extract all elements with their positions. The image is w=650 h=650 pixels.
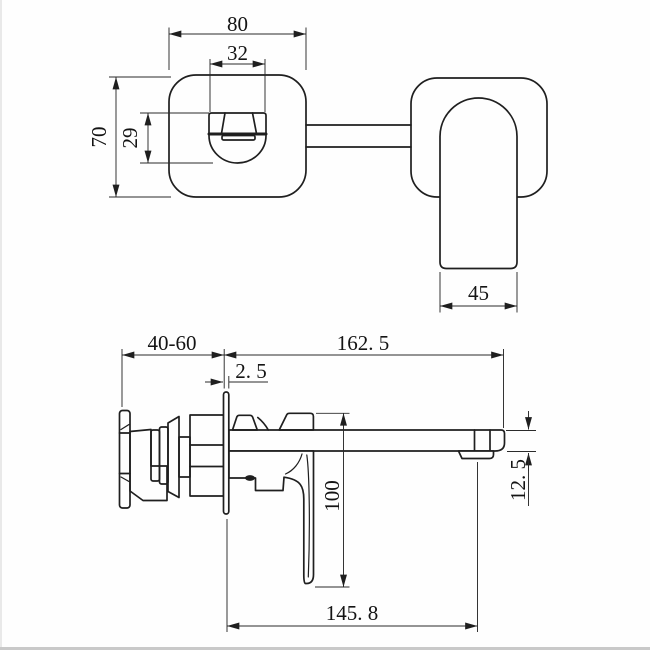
dim-handle-drop: 100	[320, 480, 344, 512]
front-view	[168, 74, 548, 270]
lever-crease	[306, 454, 310, 578]
connector-tube	[305, 124, 412, 148]
handle-base-side	[278, 412, 315, 431]
cartridge-cone-flange	[167, 415, 180, 499]
front-view-dimensions: 80 32 70 29 45	[87, 12, 518, 313]
cartridge-cylinder	[178, 436, 191, 478]
lever-fillet-crease	[284, 453, 303, 475]
spout-front	[207, 112, 268, 164]
dim-spout-drop: 29	[118, 128, 142, 149]
dim-spout-width: 32	[227, 41, 248, 65]
scan-edge-bottom	[0, 647, 650, 650]
dim-spout-height: 12. 5	[506, 459, 530, 501]
cap-neck-curve	[256, 416, 270, 431]
side-view-dimensions: 40-60 162. 5 2. 5 12. 5 100	[121, 331, 536, 632]
dim-total-reach: 162. 5	[337, 331, 390, 355]
dim-plate-height: 70	[87, 127, 111, 148]
valve-main-body	[129, 428, 168, 502]
dim-plate-width: 80	[227, 12, 248, 36]
side-view	[118, 391, 506, 585]
aerator-side	[457, 450, 495, 460]
valve-body-side	[118, 409, 225, 509]
dim-plate-thickness: 2. 5	[235, 359, 267, 383]
wall-sleeve	[189, 414, 225, 497]
dim-wall-depth: 40-60	[148, 331, 197, 355]
wall-plate-side	[222, 391, 230, 515]
handle-lever-front	[439, 97, 518, 270]
cartridge-flange-1	[150, 429, 161, 482]
dim-spout-reach: 145. 8	[326, 601, 379, 625]
spout-side	[228, 429, 506, 452]
set-screw-dot	[245, 475, 255, 481]
valve-cap-side	[231, 414, 259, 431]
dim-handle-width: 45	[468, 281, 489, 305]
aerator-front	[221, 134, 256, 141]
scan-edge-left	[0, 0, 2, 650]
spout-escutcheon-front	[168, 74, 307, 198]
lever-side	[228, 450, 315, 585]
spout-underside-arc	[208, 134, 267, 164]
